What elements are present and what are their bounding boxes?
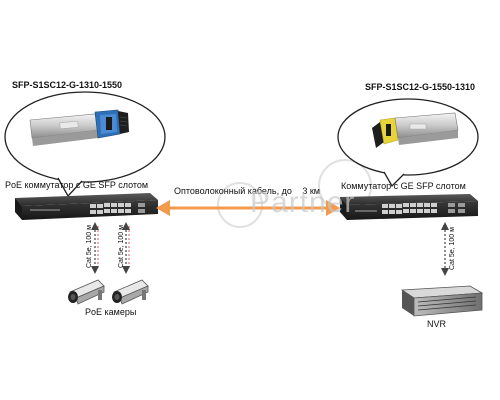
watermark-text: Partner bbox=[250, 186, 356, 219]
left-cable-label-1: Cat 5e, 100 м bbox=[86, 225, 93, 268]
right-cable-label: Cat 5e, 100 м bbox=[449, 227, 456, 270]
fiber-link-label: Оптоволоконный кабель, до 3 км bbox=[174, 186, 320, 196]
nvr-label: NVR bbox=[427, 319, 447, 329]
left-sfp-module-label: SFP-S1SC12-G-1310-1550 bbox=[12, 80, 123, 90]
camera-1 bbox=[68, 279, 105, 305]
nvr-device bbox=[400, 285, 484, 317]
right-switch-label: Коммутатор с GE SFP слотом bbox=[341, 181, 466, 191]
camera-2 bbox=[112, 279, 149, 305]
left-switch bbox=[15, 193, 158, 220]
left-switch-label: PoE коммутатор с GE SFP слотом bbox=[5, 180, 149, 190]
right-sfp-module-label: SFP-S1SC12-G-1550-1310 bbox=[365, 82, 476, 92]
right-sfp-module bbox=[372, 112, 459, 148]
right-cable-arrow bbox=[441, 222, 449, 276]
left-cable-arrows bbox=[91, 222, 130, 274]
fiber-link-distance: 3 км bbox=[302, 186, 320, 196]
left-sfp-module bbox=[29, 109, 129, 146]
cameras-label: PoE камеры bbox=[85, 307, 137, 317]
fiber-link-arrow bbox=[156, 200, 340, 216]
right-switch bbox=[340, 194, 478, 220]
fiber-link-text: Оптоволоконный кабель, до bbox=[174, 186, 292, 196]
left-cable-label-2: Cat 5e, 100 м bbox=[118, 225, 125, 268]
